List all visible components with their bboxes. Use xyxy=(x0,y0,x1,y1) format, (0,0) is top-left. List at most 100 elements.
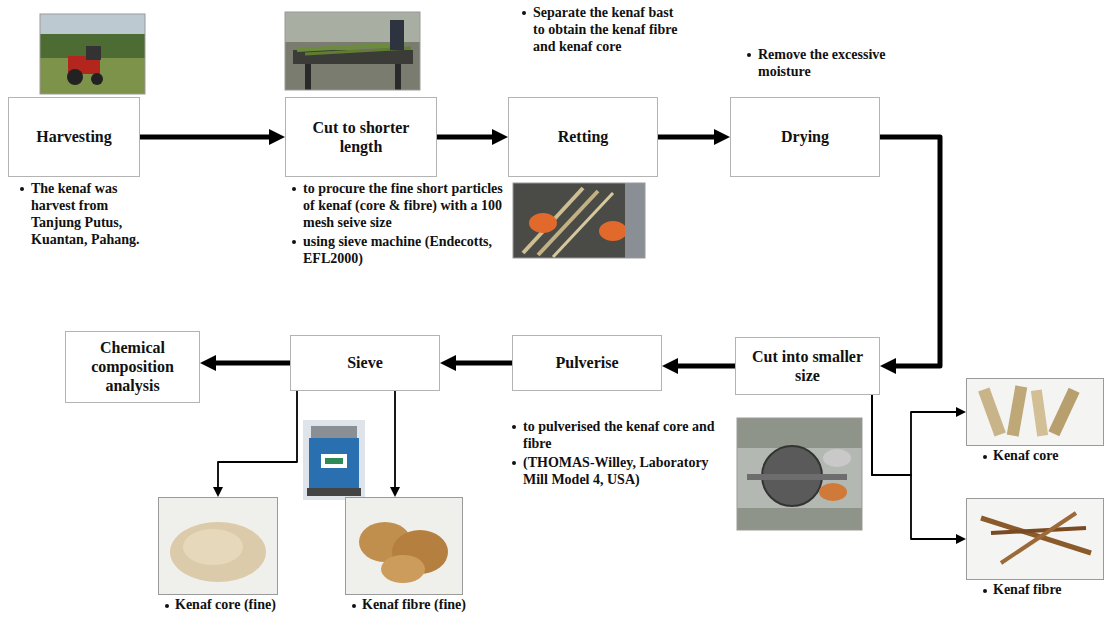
photo-caption: Kenaf core (fine) xyxy=(163,597,276,614)
kenaf-core-fine-photo-part xyxy=(183,529,243,565)
photo-caption: Kenaf fibre (fine) xyxy=(350,597,466,614)
box-text: Sieve xyxy=(347,353,383,372)
kenaf-core-fine-photo-part xyxy=(170,522,266,582)
harvesting-photo-part xyxy=(67,69,83,85)
retting-photo-part xyxy=(513,183,645,258)
sieve-machine-photo-part xyxy=(303,420,365,500)
bullet-dot xyxy=(20,187,24,191)
saw-photo-part xyxy=(819,483,847,501)
kenaf-fibre-photo-part xyxy=(966,498,1104,580)
bullet-dot xyxy=(747,53,751,57)
saw-photo-part xyxy=(737,418,862,530)
bullet-dot xyxy=(352,604,356,608)
box-text: Harvesting xyxy=(36,127,112,146)
process-box: Cut into smaller size xyxy=(735,337,880,395)
kenaf-core-photo-part xyxy=(1007,385,1028,436)
kenaf-core-photo xyxy=(966,378,1104,446)
photo-node: Kenaf fibre (fine) xyxy=(345,497,463,595)
kenaf-fibre-fine-photo-part xyxy=(381,555,425,583)
caption-text: Kenaf core (fine) xyxy=(175,597,276,612)
retting-photo xyxy=(513,183,645,258)
harvesting-photo-part xyxy=(40,14,145,94)
bullet-dot xyxy=(983,455,987,459)
flow-arrow xyxy=(140,135,269,140)
kenaf-fibre-photo-part xyxy=(1001,513,1076,563)
note-text-block: Separate the kenaf bast to obtain the ke… xyxy=(520,4,682,55)
note-text-block: Remove the excessive moisture xyxy=(745,46,923,80)
photo-node: Kenaf core xyxy=(966,378,1104,446)
saw-photo-part xyxy=(823,449,851,467)
flow-arrow xyxy=(658,135,714,140)
retting-photo-part xyxy=(625,183,645,258)
box-text: Cut to shorter length xyxy=(294,118,428,156)
note-text-block: (THOMAS-Willey, Laboratory Mill Model 4,… xyxy=(510,454,725,488)
sieve-machine-photo-part xyxy=(321,454,347,468)
saw-photo xyxy=(737,418,862,530)
bullet-dot xyxy=(512,461,516,465)
process-box: Chemical composition analysis xyxy=(65,331,200,403)
flow-arrow xyxy=(218,391,297,487)
note-text: using sieve machine (Endecotts, EFL2000) xyxy=(303,234,492,266)
flow-arrow xyxy=(678,364,735,369)
kenaf-fibre-fine-photo-part xyxy=(345,497,463,595)
process-box: Pulverise xyxy=(512,335,662,391)
note-text-block: to procure the fine short particles of k… xyxy=(290,180,505,231)
kenaf-core-photo-part xyxy=(1048,388,1079,437)
process-box: Drying xyxy=(730,97,880,177)
process-box: Sieve xyxy=(290,335,440,391)
note-text-block: using sieve machine (Endecotts, EFL2000) xyxy=(290,233,505,267)
sieve-machine-photo-part xyxy=(309,438,359,488)
flow-arrow xyxy=(437,135,492,140)
retting-photo-part xyxy=(513,183,645,258)
harvesting-photo-part xyxy=(91,73,103,85)
harvesting-photo xyxy=(40,14,145,94)
bullet-dot xyxy=(292,187,296,191)
bullet-dot xyxy=(512,425,516,429)
sieve-machine-photo xyxy=(303,420,365,500)
box-text: Retting xyxy=(558,127,609,146)
cutting-photo-part xyxy=(285,12,420,90)
process-box: Cut to shorter length xyxy=(285,97,437,177)
cutting-photo xyxy=(285,12,420,90)
caption-text: Kenaf core xyxy=(993,448,1058,463)
caption-text: Kenaf fibre (fine) xyxy=(362,597,466,612)
flow-arrow xyxy=(872,395,956,539)
harvesting-photo-part xyxy=(40,14,145,94)
sieve-machine-photo-part xyxy=(307,488,361,496)
box-text: Chemical composition analysis xyxy=(74,338,191,396)
sieve-machine-photo-part xyxy=(311,426,357,438)
retting-photo-part xyxy=(523,188,583,253)
flow-arrow xyxy=(394,391,396,487)
retting-photo-part xyxy=(529,213,557,233)
photo-node: Kenaf fibre xyxy=(966,498,1104,580)
kenaf-core-fine-photo-part xyxy=(158,497,278,595)
cutting-photo-part xyxy=(390,20,404,50)
sieve-machine-photo-part xyxy=(325,458,343,464)
kenaf-fibre-fine-photo xyxy=(345,497,463,595)
saw-photo-part xyxy=(747,474,847,480)
flow-arrow xyxy=(872,395,956,475)
bullet-dot xyxy=(983,589,987,593)
retting-photo-part xyxy=(599,221,627,241)
bullet-dot xyxy=(292,240,296,244)
cutting-photo-part xyxy=(305,64,311,90)
saw-photo-part xyxy=(737,418,862,530)
kenaf-fibre-photo xyxy=(966,498,1104,580)
cutting-photo-part xyxy=(395,64,401,90)
box-text: Drying xyxy=(781,127,829,146)
note-text-block: to pulverised the kenaf core and fibre xyxy=(510,418,725,452)
note-text: to procure the fine short particles of k… xyxy=(303,181,503,230)
note-text: to pulverised the kenaf core and fibre xyxy=(523,419,714,451)
kenaf-fibre-photo-part xyxy=(991,528,1086,533)
kenaf-core-photo-part xyxy=(966,378,1104,446)
harvesting-photo-part xyxy=(86,46,101,60)
kenaf-core-fine-photo xyxy=(158,497,278,595)
photo-caption: Kenaf fibre xyxy=(981,582,1062,599)
process-box: Harvesting xyxy=(8,97,140,177)
photo-node: Kenaf core (fine) xyxy=(158,497,278,595)
process-box: Retting xyxy=(508,97,658,177)
note-text: Remove the excessive moisture xyxy=(758,47,886,79)
note-text: The kenaf was harvest from Tanjung Putus… xyxy=(31,181,140,247)
